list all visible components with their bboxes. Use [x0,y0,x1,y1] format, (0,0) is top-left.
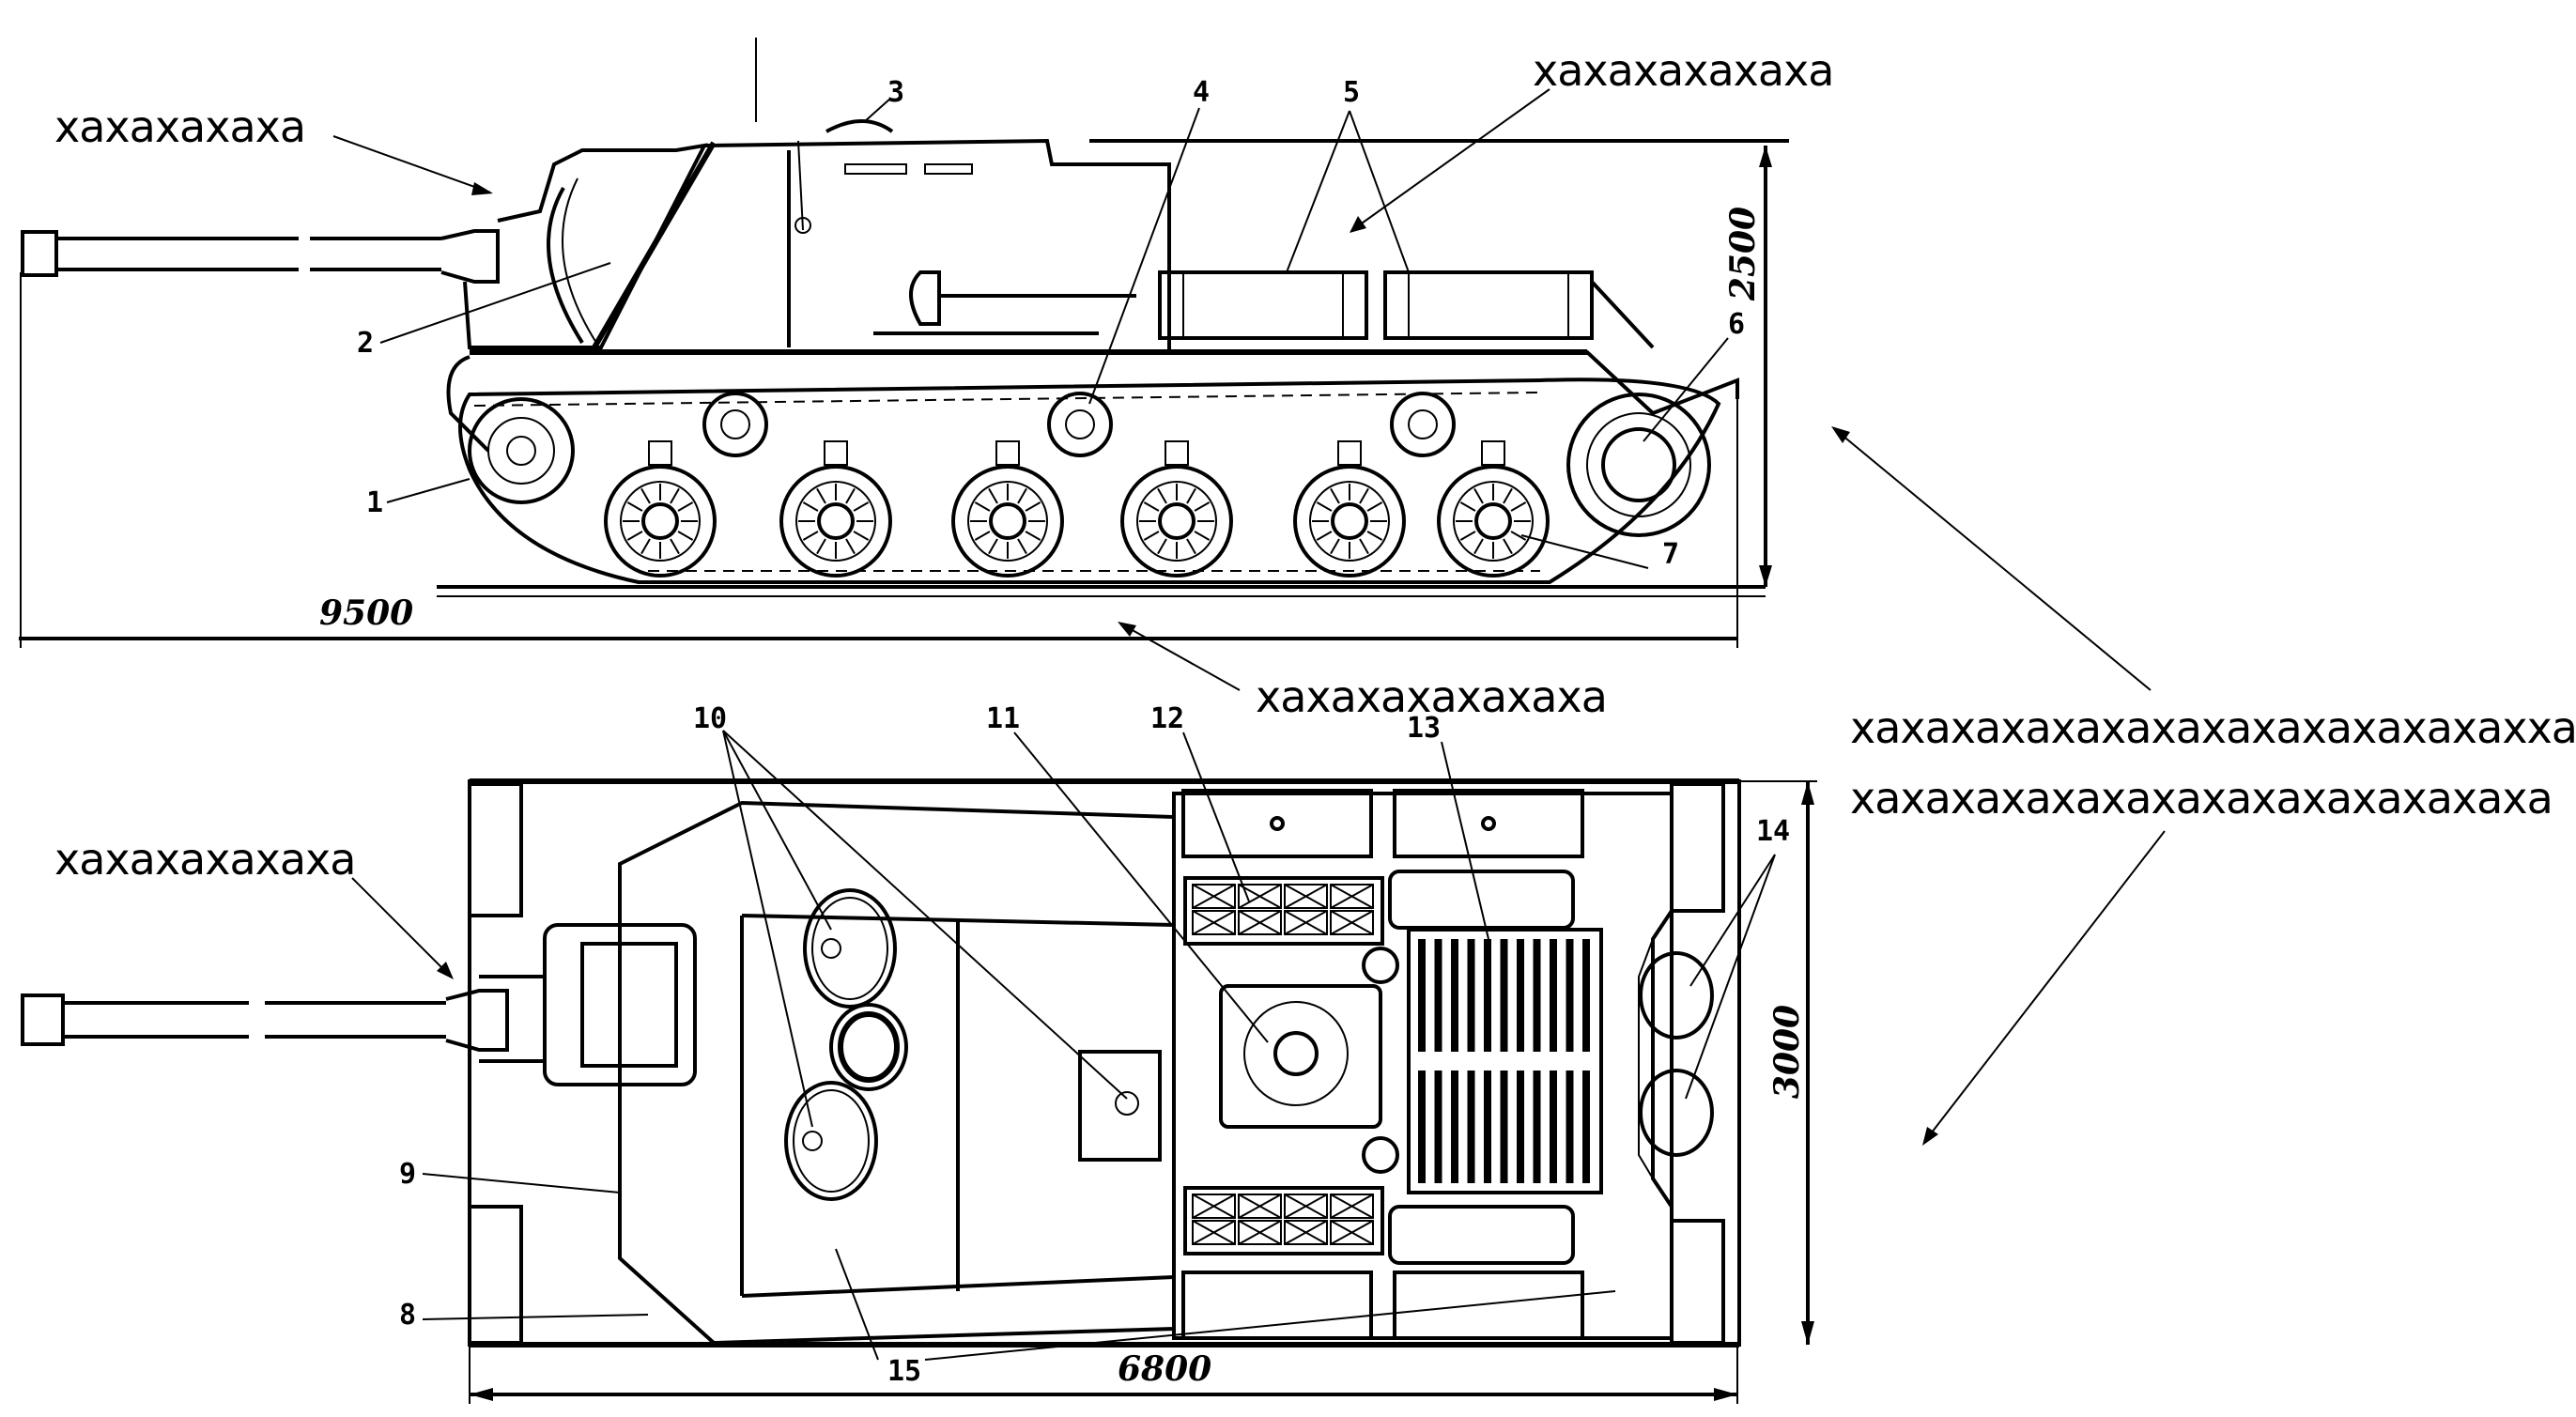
grille-cell [1330,884,1374,909]
road-wheel [779,440,892,578]
callout-15: 15 [887,1355,921,1388]
annotation-right-line-1: xaxaxaxaxaxaxaxaxaxaxaxaxaxxax [1850,702,2576,753]
top-callouts: 10 11 12 13 14 9 8 15 [399,702,1790,1388]
top-rear-plate [1651,909,1674,1209]
grille-cell [1284,1220,1328,1245]
callout-4: 4 [1193,76,1210,109]
side-callouts: 1 2 3 4 5 6 7 [357,76,1745,571]
annotation-tanks-side: xaxaxaxaxaxa [1533,45,1834,96]
louver-slat [1484,1070,1491,1183]
grille-cell [1238,884,1282,909]
dim-overall-length: 9500 [319,593,413,633]
louver-slat [1566,939,1574,1052]
side-mantlet [463,143,708,349]
top-dimensions: 6800 3000 [469,780,1817,1404]
side-return-rollers [702,392,1456,457]
top-engine-deck [1172,792,1674,1340]
side-view [21,38,1766,597]
top-rear-hatch-2 [1639,1069,1714,1157]
louver-slat [1582,939,1590,1052]
louver-slat [1451,1070,1458,1183]
dim-height: 2500 [1723,207,1763,301]
louver-slat [1418,939,1426,1052]
top-radiator-louvers [1418,939,1590,1183]
annotation-ground-length: xaxaxaxaxaxaxa [1256,671,1608,722]
road-wheel [1293,440,1406,578]
top-rear-hatch-1 [1639,951,1714,1040]
top-commander-hatch [803,888,897,1009]
side-track [458,377,1721,584]
side-idler-wheel [468,397,575,504]
top-gun-barrel [21,989,509,1052]
grille-cell [1238,1220,1282,1245]
louver-slat [1467,939,1475,1052]
callout-6: 6 [1728,308,1745,341]
annotation-right-line-2: xaxaxaxaxaxaxaxaxaxaxaxaxaxa [1850,773,2553,824]
road-wheel [951,440,1064,578]
callout-14: 14 [1756,815,1790,848]
grille-cell [1238,1194,1282,1219]
callout-11: 11 [986,702,1020,735]
grille-cell [1284,884,1328,909]
callout-10: 10 [693,702,727,735]
road-wheel [604,440,717,578]
side-dimensions: 9500 2500 [19,139,1789,648]
dim-hull-length: 6800 [1118,1349,1211,1389]
grille-cell [1284,910,1328,935]
callout-1: 1 [366,486,383,519]
louver-slat [1550,939,1557,1052]
grille-cell [1330,1194,1374,1219]
grille-cell [1238,910,1282,935]
callout-2: 2 [357,327,374,360]
grille-cell [1192,1194,1236,1219]
louver-slat [1467,1070,1475,1183]
louver-slat [1500,939,1508,1052]
grille-cell [1330,910,1374,935]
road-wheel [1120,440,1233,578]
dim-width: 3000 [1767,1005,1807,1099]
grille-cell [1330,1220,1374,1245]
louver-slat [1500,1070,1508,1183]
louver-slat [1434,1070,1442,1183]
side-drive-sprocket [1566,393,1711,537]
louver-slat [1418,1070,1426,1183]
louver-slat [1582,1070,1590,1183]
louver-slat [1434,939,1442,1052]
callout-5: 5 [1343,76,1360,109]
grille-cell [1192,1220,1236,1245]
grille-cell [1192,910,1236,935]
annotation-arrows [332,88,2166,1146]
side-road-wheels [604,440,1550,578]
louver-slat [1550,1070,1557,1183]
side-superstructure [592,138,1171,354]
top-loader-hatch [784,1081,878,1201]
grille-cell [1284,1194,1328,1219]
callout-13: 13 [1407,712,1441,745]
louver-slat [1517,1070,1524,1183]
side-gun-barrel [21,229,500,284]
annotation-gun-top: xaxaxaxaxaxa [54,834,356,885]
side-fuel-tank-2 [1383,270,1594,340]
louver-slat [1533,1070,1541,1183]
callout-3: 3 [887,76,904,109]
callout-8: 8 [399,1299,416,1332]
top-view [21,778,1741,1348]
side-fuel-tank-1 [1158,270,1368,340]
annotation-gun-side: xaxaxaxaxa [54,101,306,152]
callout-7: 7 [1662,538,1679,571]
top-periscope-ring [829,1003,908,1091]
louver-slat [1566,1070,1574,1183]
grille-cell [1192,884,1236,909]
louver-slat [1517,939,1524,1052]
louver-slat [1484,939,1491,1052]
louver-slat [1533,939,1541,1052]
louver-slat [1451,939,1458,1052]
callout-12: 12 [1150,702,1184,735]
top-air-intake-grilles [1192,884,1374,1245]
road-wheel [1437,440,1550,578]
callout-9: 9 [399,1158,416,1191]
